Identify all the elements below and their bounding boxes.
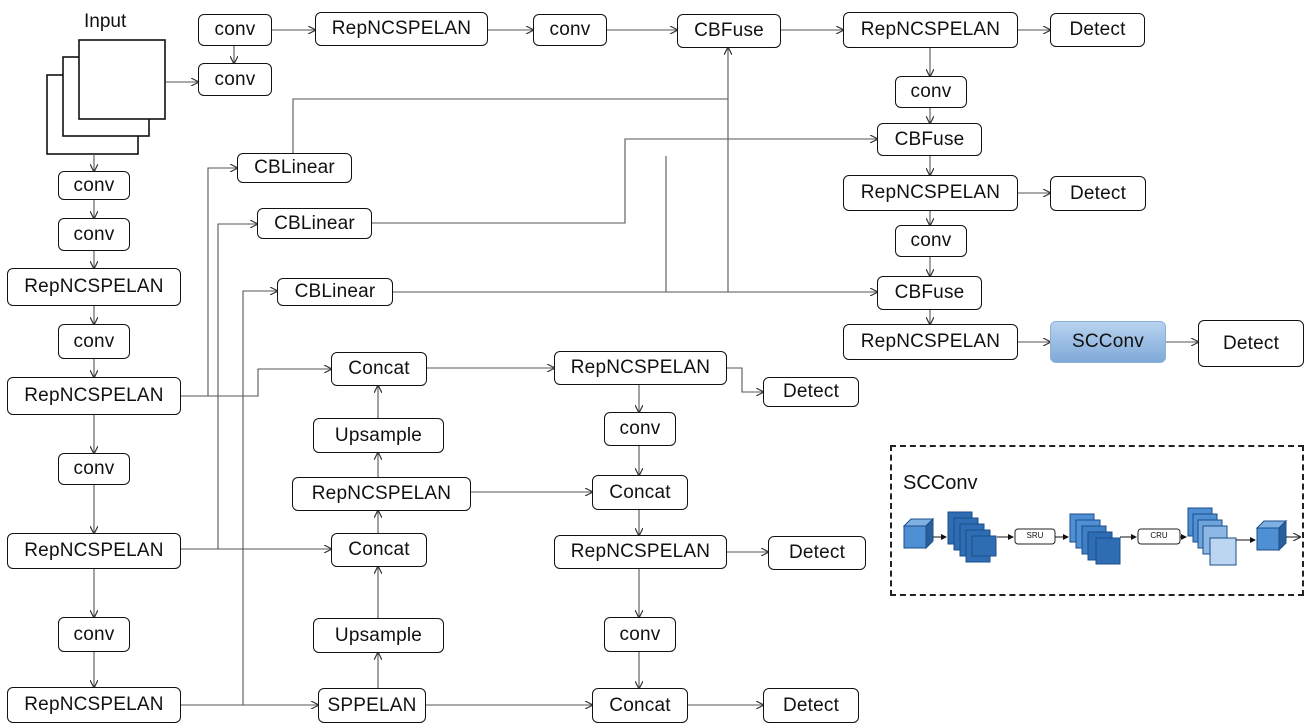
backbone-repncspelan-4: RepNCSPELAN: [7, 687, 181, 723]
top-conv-2: conv: [198, 63, 272, 96]
backbone-repncspelan-2: RepNCSPELAN: [7, 377, 181, 415]
head-detect-2: Detect: [768, 536, 866, 570]
cblinear-3: CBLinear: [277, 278, 393, 306]
neck-concat-2: Concat: [331, 533, 427, 567]
backbone-conv-3: conv: [58, 324, 130, 359]
aux-conv-2: conv: [895, 225, 967, 257]
legend-feature-stack-3: [1187, 507, 1237, 566]
aux-repncspelan-3: RepNCSPELAN: [843, 324, 1018, 360]
backbone-repncspelan-3: RepNCSPELAN: [7, 533, 181, 569]
top-conv-1: conv: [198, 14, 272, 46]
aux-conv-1: conv: [895, 76, 967, 108]
cbfuse-3: CBFuse: [877, 276, 982, 310]
head-repncspelan-2: RepNCSPELAN: [554, 535, 727, 569]
neck-repncspelan: RepNCSPELAN: [292, 477, 471, 511]
aux-detect-3: Detect: [1198, 320, 1304, 367]
aux-repncspelan-1: RepNCSPELAN: [843, 12, 1018, 48]
sru-label: SRU: [1026, 531, 1044, 540]
top-repncspelan: RepNCSPELAN: [315, 12, 488, 46]
head-detect-3: Detect: [763, 688, 859, 723]
legend-feature-stack-2: [1069, 513, 1121, 565]
head-conv-1: conv: [604, 412, 676, 446]
head-concat-1: Concat: [592, 475, 688, 510]
cru-label: CRU: [1150, 531, 1168, 540]
backbone-repncspelan-1: RepNCSPELAN: [7, 268, 181, 306]
head-detect-1: Detect: [763, 377, 859, 407]
scconv-legend-graphic: [902, 507, 1300, 566]
neck-concat-1: Concat: [331, 352, 427, 386]
scconv-legend-title: SCConv: [903, 472, 978, 494]
backbone-conv-5: conv: [58, 617, 130, 652]
head-repncspelan-1: RepNCSPELAN: [554, 351, 727, 385]
legend-input-cube: [902, 517, 935, 550]
legend-feature-stack-1: [947, 511, 997, 563]
neck-upsample-1: Upsample: [313, 418, 444, 453]
aux-repncspelan-2: RepNCSPELAN: [843, 175, 1018, 211]
input-feature-maps: [46, 39, 166, 155]
cblinear-2: CBLinear: [257, 208, 372, 239]
head-conv-2: conv: [604, 617, 676, 652]
scconv-block: SCConv: [1050, 321, 1166, 363]
top-conv-3: conv: [533, 14, 607, 46]
scconv-legend-box: [890, 445, 1304, 596]
backbone-conv-2: conv: [58, 218, 130, 251]
sppelan: SPPELAN: [318, 688, 426, 723]
cbfuse-2: CBFuse: [877, 123, 982, 156]
arrows: [94, 30, 1198, 705]
input-label: Input: [84, 11, 127, 32]
aux-detect-1: Detect: [1050, 13, 1145, 47]
backbone-conv-4: conv: [58, 453, 130, 485]
legend-output-cube: [1255, 519, 1288, 552]
cblinear-1: CBLinear: [237, 153, 352, 183]
backbone-conv-1: conv: [58, 171, 130, 200]
neck-upsample-2: Upsample: [313, 618, 444, 653]
head-concat-2: Concat: [592, 688, 688, 723]
cbfuse-1: CBFuse: [677, 14, 781, 48]
aux-detect-2: Detect: [1050, 176, 1146, 211]
